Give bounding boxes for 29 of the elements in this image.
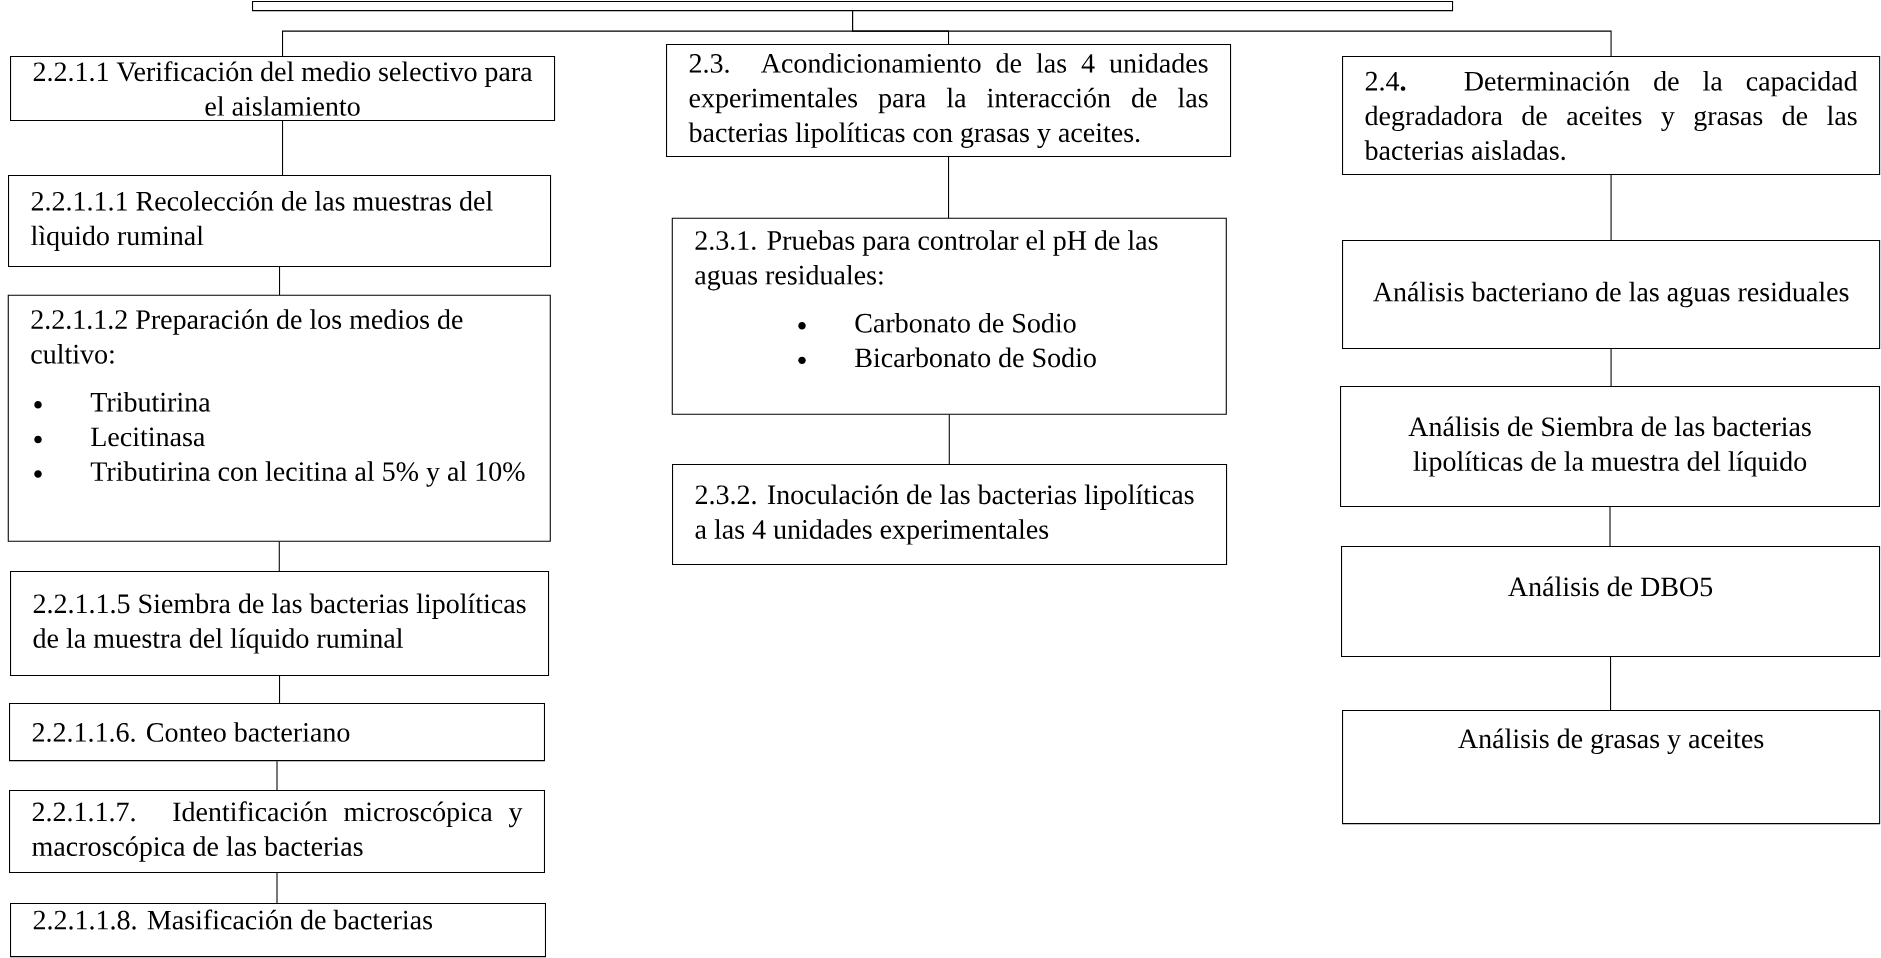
connector-line	[276, 760, 278, 791]
process-box	[252, 1, 1454, 12]
process-box: Análisis de DBO5	[1341, 546, 1881, 658]
process-box: 2.4. Determinación de la capacidad degradadora de aceites y grasas de las bacterias aisladas.	[1342, 56, 1881, 176]
connector-line	[1610, 174, 1612, 241]
process-box: 2.3.1. Pruebas para controlar el pH de las aguas residuales: Carbonato de Sodio Bicarbonato de Sodio	[671, 217, 1227, 415]
process-box: 2.2.1.1.6. Conteo bacteriano	[9, 703, 545, 762]
connector-line	[279, 266, 281, 296]
connector-line	[948, 156, 950, 219]
process-box: Análisis bacteriano de las aguas residuales	[1342, 240, 1881, 350]
process-box: Análisis de Siembra de las bacterias lipolíticas de la muestra del líquido	[1340, 386, 1880, 508]
process-box: 2.2.1.1.5 Siembra de las bacterias lipolíticas de la muestra del líquido ruminal	[10, 571, 550, 677]
process-box: 2.2.1.1.1 Recolección de las muestras del lìquido ruminal	[8, 175, 552, 267]
process-box: 2.2.1.1.2 Preparación de los medios de cultivo: Tributirina Lecitinasa Tributirina con lecitina al 5% y al 10%	[7, 294, 551, 542]
process-box: Análisis de grasas y aceites	[1342, 710, 1881, 825]
connector-line	[282, 120, 284, 176]
process-box: 2.3. Acondicionamiento de las 4 unidades experimentales para la interacción de las bacterias lipolíticas con grasas y aceites.	[666, 44, 1232, 158]
connector-line	[948, 414, 950, 465]
connector-line	[1610, 348, 1612, 387]
connector-line	[278, 541, 280, 572]
connector-line	[279, 675, 281, 704]
connector-line	[1610, 656, 1612, 711]
process-box: 2.3.2. Inoculación de las bacterias lipolíticas a las 4 unidades experimentales	[672, 464, 1228, 566]
connector-line	[276, 872, 278, 904]
process-box: 2.2.1.1 Verificación del medio selectivo para el aislamiento	[10, 56, 556, 122]
process-box: 2.2.1.1.8. Masificación de bacterias	[10, 903, 546, 958]
connector-line	[852, 10, 1612, 57]
connector-line	[1609, 506, 1611, 547]
process-box: 2.2.1.1.7. Identificación microscópica y macroscópica de las bacterias	[9, 790, 545, 874]
